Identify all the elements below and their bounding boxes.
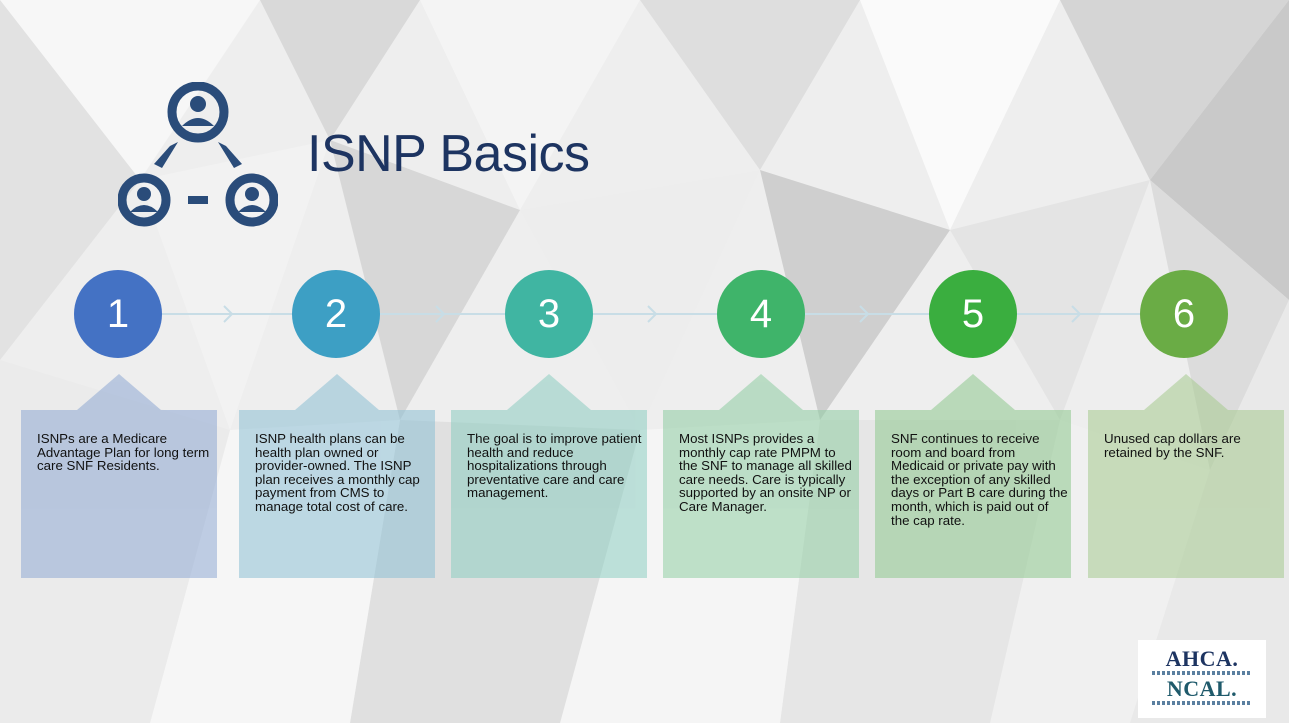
logo-rule <box>1152 671 1252 675</box>
step-1-text: ISNPs are a Medicare Advantage Plan for … <box>37 431 210 474</box>
step-2-circle: 2 <box>292 270 380 358</box>
people-network-icon <box>118 82 278 227</box>
step-4-text: Most ISNPs provides a monthly cap rate P… <box>679 431 852 514</box>
logo-rule-bottom <box>1152 701 1252 705</box>
step-2-text: ISNP health plans can be health plan own… <box>255 431 420 514</box>
step-5-circle: 5 <box>929 270 1017 358</box>
step-6-callout <box>1088 374 1284 578</box>
step-5-callout <box>875 374 1071 578</box>
logo-ahca: AHCA. <box>1165 646 1239 671</box>
step-3-callout <box>451 374 647 578</box>
step-2-callout <box>239 374 435 578</box>
step-4-circle: 4 <box>717 270 805 358</box>
step-3-circle: 3 <box>505 270 593 358</box>
page-title: ISNP Basics <box>307 125 590 183</box>
step-3-text: The goal is to improve patient health an… <box>467 431 642 501</box>
step-1-callout <box>21 374 217 578</box>
step-6-circle: 6 <box>1140 270 1228 358</box>
step-6-text: Unused cap dollars are retained by the S… <box>1104 431 1241 460</box>
step-4-callout <box>663 374 859 578</box>
step-1-circle: 1 <box>74 270 162 358</box>
logo-ncal: NCAL. <box>1166 676 1238 701</box>
ahca-ncal-logo: AHCA. NCAL. <box>1138 640 1266 718</box>
step-5-text: SNF continues to receive room and board … <box>891 431 1068 528</box>
